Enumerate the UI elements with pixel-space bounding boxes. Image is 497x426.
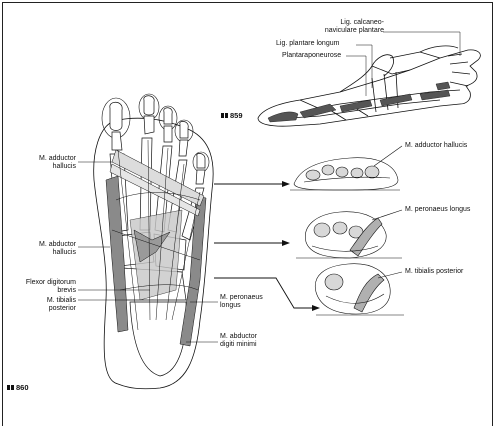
label-abductor-hallucis-line2: hallucis	[8, 249, 76, 257]
book-icon	[221, 113, 228, 118]
label-lig-plantare-longum: Lig. plantare longum	[276, 40, 339, 48]
cross-section-2	[296, 210, 402, 258]
label-abductor-hallucis-line1: M. abductor	[8, 241, 76, 249]
section-arrows	[214, 184, 316, 308]
label-abductor-digiti-line1: M. abductor	[220, 333, 257, 341]
label-tibialis-left-line2: posterior	[8, 305, 76, 313]
label-peronaeus-left-line2: longus	[220, 302, 263, 310]
book-icon	[7, 385, 14, 390]
label-abductor-digiti-line2: digiti minimi	[220, 341, 257, 349]
label-tibialis-left: M. tibialis posterior	[8, 297, 76, 313]
label-adductor-hallucis-left-line2: hallucis	[8, 163, 76, 171]
label-tibialis-left-line1: M. tibialis	[8, 297, 76, 305]
cross-section-3	[315, 264, 404, 315]
label-plantaraponeurose: Plantaraponeurose	[282, 52, 341, 60]
figure-number-859-text: 859	[230, 111, 243, 120]
label-adductor-hallucis-left-line1: M. adductor	[8, 155, 76, 163]
label-peronaeus-left-line1: M. peronaeus	[220, 294, 263, 302]
label-adductor-hallucis-left: M. adductor hallucis	[8, 155, 76, 171]
label-flexor-digitorum: Flexor digitorum brevis	[4, 279, 76, 295]
label-flexor-digitorum-line1: Flexor digitorum	[4, 279, 76, 287]
figure-number-860: 860	[7, 383, 29, 392]
label-abductor-hallucis: M. abductor hallucis	[8, 241, 76, 257]
cross-section-1	[290, 146, 402, 190]
label-lig-calcaneo-line2: naviculare plantare	[325, 27, 384, 35]
label-lig-calcaneo-line1: Lig. calcaneo-	[325, 19, 384, 27]
label-tibialis-right: M. tibialis posterior	[405, 268, 463, 276]
label-abductor-digiti-minimi: M. abductor digiti minimi	[220, 333, 257, 349]
label-flexor-digitorum-line2: brevis	[4, 287, 76, 295]
label-peronaeus-left: M. peronaeus longus	[220, 294, 263, 310]
label-adductor-hallucis-right: M. adductor hallucis	[405, 142, 467, 150]
figure-number-860-text: 860	[16, 383, 29, 392]
figure-number-859: 859	[221, 111, 243, 120]
label-peronaeus-right: M. peronaeus longus	[405, 206, 470, 214]
